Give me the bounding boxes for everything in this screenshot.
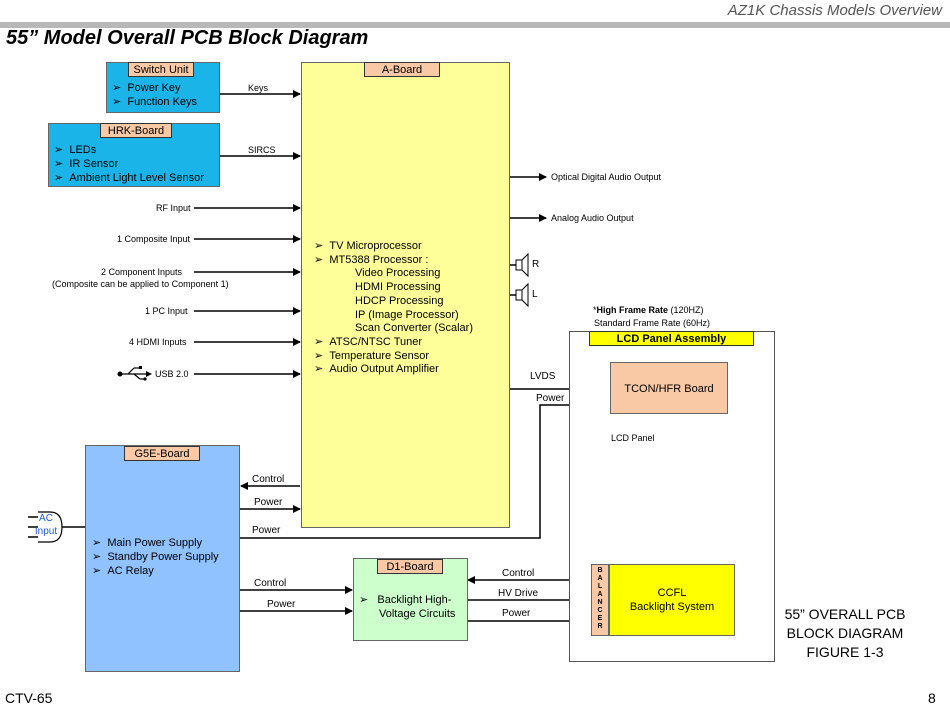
list-subitem: Scan Converter (Scalar) xyxy=(355,322,473,335)
control-g5e-label: Control xyxy=(252,474,285,485)
hv-drive-label: HV Drive xyxy=(498,588,539,599)
power-g5e-out-label: Power xyxy=(252,525,281,536)
tcon-board: TCON/HFR Board xyxy=(610,362,728,414)
analog-output-label: Analog Audio Output xyxy=(551,213,634,223)
list-item: ➢ Temperature Sensor xyxy=(314,349,430,362)
balancer-box: B A L A N C E R xyxy=(591,564,609,636)
ccfl-backlight-system: CCFL Backlight System xyxy=(609,564,735,636)
power-ccfl-label: Power xyxy=(502,608,531,619)
balancer-letter: E xyxy=(597,615,603,622)
ac-input-line2: Input xyxy=(34,526,58,537)
list-item: ➢ Function Keys xyxy=(112,96,198,108)
a-board-tag: A-Board xyxy=(364,62,440,77)
speaker-r-label: R xyxy=(532,259,540,270)
list-item: ➢ TV Microprocessor xyxy=(314,240,422,252)
g5e-board-tag: G5E-Board xyxy=(124,446,200,461)
sircs-label: SIRCS xyxy=(248,145,276,155)
a-board-box xyxy=(301,62,510,528)
list-item: ➢ Audio Output Amplifier xyxy=(314,363,439,376)
hdmi-input-label: 4 HDMI Inputs xyxy=(129,337,187,347)
list-item-continued: Voltage Circuits xyxy=(379,608,456,620)
switch-unit-tag: Switch Unit xyxy=(128,62,194,77)
control-d1-label: Control xyxy=(254,578,287,589)
lcd-assembly-tag: LCD Panel Assembly xyxy=(589,331,754,346)
d1-board-list: ➢ Backlight High- Voltage Circuits xyxy=(359,593,455,621)
footer-doc-id: CTV-65 xyxy=(5,690,53,706)
power-d1-label: Power xyxy=(267,599,296,610)
keys-label: Keys xyxy=(248,83,269,93)
list-item: ➢ ATSC/NTSC Tuner xyxy=(314,335,423,348)
list-subitem: HDCP Processing xyxy=(355,294,444,307)
switch-unit-list: ➢ Power Key ➢ Function Keys xyxy=(112,81,197,109)
speaker-l-label: L xyxy=(532,289,538,300)
list-item: ➢ Backlight High- xyxy=(359,594,452,606)
list-item: ➢ Standby Power Supply xyxy=(92,551,219,563)
a-board-list: ➢ TV Microprocessor ➢ MT5388 Processor :… xyxy=(314,240,473,377)
list-item: ➢ Main Power Supply xyxy=(92,537,203,549)
header-rule xyxy=(0,22,950,28)
g5e-board-list: ➢ Main Power Supply ➢ Standby Power Supp… xyxy=(92,536,219,578)
standard-frame-rate-label: Standard Frame Rate (60Hz) xyxy=(594,318,711,328)
d1-board-tag: D1-Board xyxy=(377,559,443,574)
balancer-letter: A xyxy=(597,575,603,582)
caption-line: BLOCK DIAGRAM xyxy=(786,625,904,641)
caption-line: 55” OVERALL PCB xyxy=(784,606,906,622)
figure-caption: 55” OVERALL PCB BLOCK DIAGRAM FIGURE 1-3 xyxy=(770,605,920,662)
usb-input-label: USB 2.0 xyxy=(155,369,189,379)
usb-icon xyxy=(120,367,148,380)
high-frame-rate-label: *High Frame Rate (120HZ) xyxy=(593,305,704,315)
list-subitem: HDMI Processing xyxy=(355,281,441,294)
g5e-board-box xyxy=(85,445,240,672)
ac-input-label: AC Input xyxy=(34,512,58,538)
chassis-title: AZ1K Chassis Models Overview xyxy=(727,2,942,19)
rf-input-label: RF Input xyxy=(156,203,191,213)
control-ccfl-label: Control xyxy=(502,568,535,579)
list-item: ➢ Ambient Light Level Sensor xyxy=(54,172,204,184)
pc-input-label: 1 PC Input xyxy=(145,306,188,316)
lcd-panel-label: LCD Panel xyxy=(611,433,655,443)
list-item: ➢ LEDs xyxy=(54,144,97,156)
list-subitem: Video Processing xyxy=(355,267,441,280)
list-subitem: IP (Image Processor) xyxy=(355,308,459,321)
component-note-label: (Composite can be applied to Component 1… xyxy=(52,279,229,289)
component-input-label: 2 Component Inputs xyxy=(101,267,183,277)
composite-input-label: 1 Composite Input xyxy=(117,234,191,244)
hrk-board-tag: HRK-Board xyxy=(100,123,172,138)
balancer-letter: L xyxy=(597,583,603,590)
list-item: ➢ Power Key xyxy=(112,82,181,94)
balancer-letter: A xyxy=(597,591,603,598)
balancer-letter: C xyxy=(597,607,603,614)
lvds-label: LVDS xyxy=(530,371,556,382)
list-item: ➢ IR Sensor xyxy=(54,158,119,170)
balancer-letter: B xyxy=(597,567,603,574)
balancer-letter: R xyxy=(597,623,603,630)
list-item: ➢ AC Relay xyxy=(92,565,154,577)
optical-output-label: Optical Digital Audio Output xyxy=(551,172,662,182)
hrk-board-list: ➢ LEDs ➢ IR Sensor ➢ Ambient Light Level… xyxy=(54,143,204,185)
page-title: 55” Model Overall PCB Block Diagram xyxy=(6,27,369,49)
list-item: ➢ MT5388 Processor : xyxy=(314,253,429,266)
caption-line: FIGURE 1-3 xyxy=(806,644,884,660)
power-tcon-label: Power xyxy=(536,393,565,404)
balancer-letter: N xyxy=(597,599,603,606)
power-g5e-in-label: Power xyxy=(254,497,283,508)
ac-input-line1: AC xyxy=(39,513,53,524)
footer-page-number: 8 xyxy=(928,690,936,706)
